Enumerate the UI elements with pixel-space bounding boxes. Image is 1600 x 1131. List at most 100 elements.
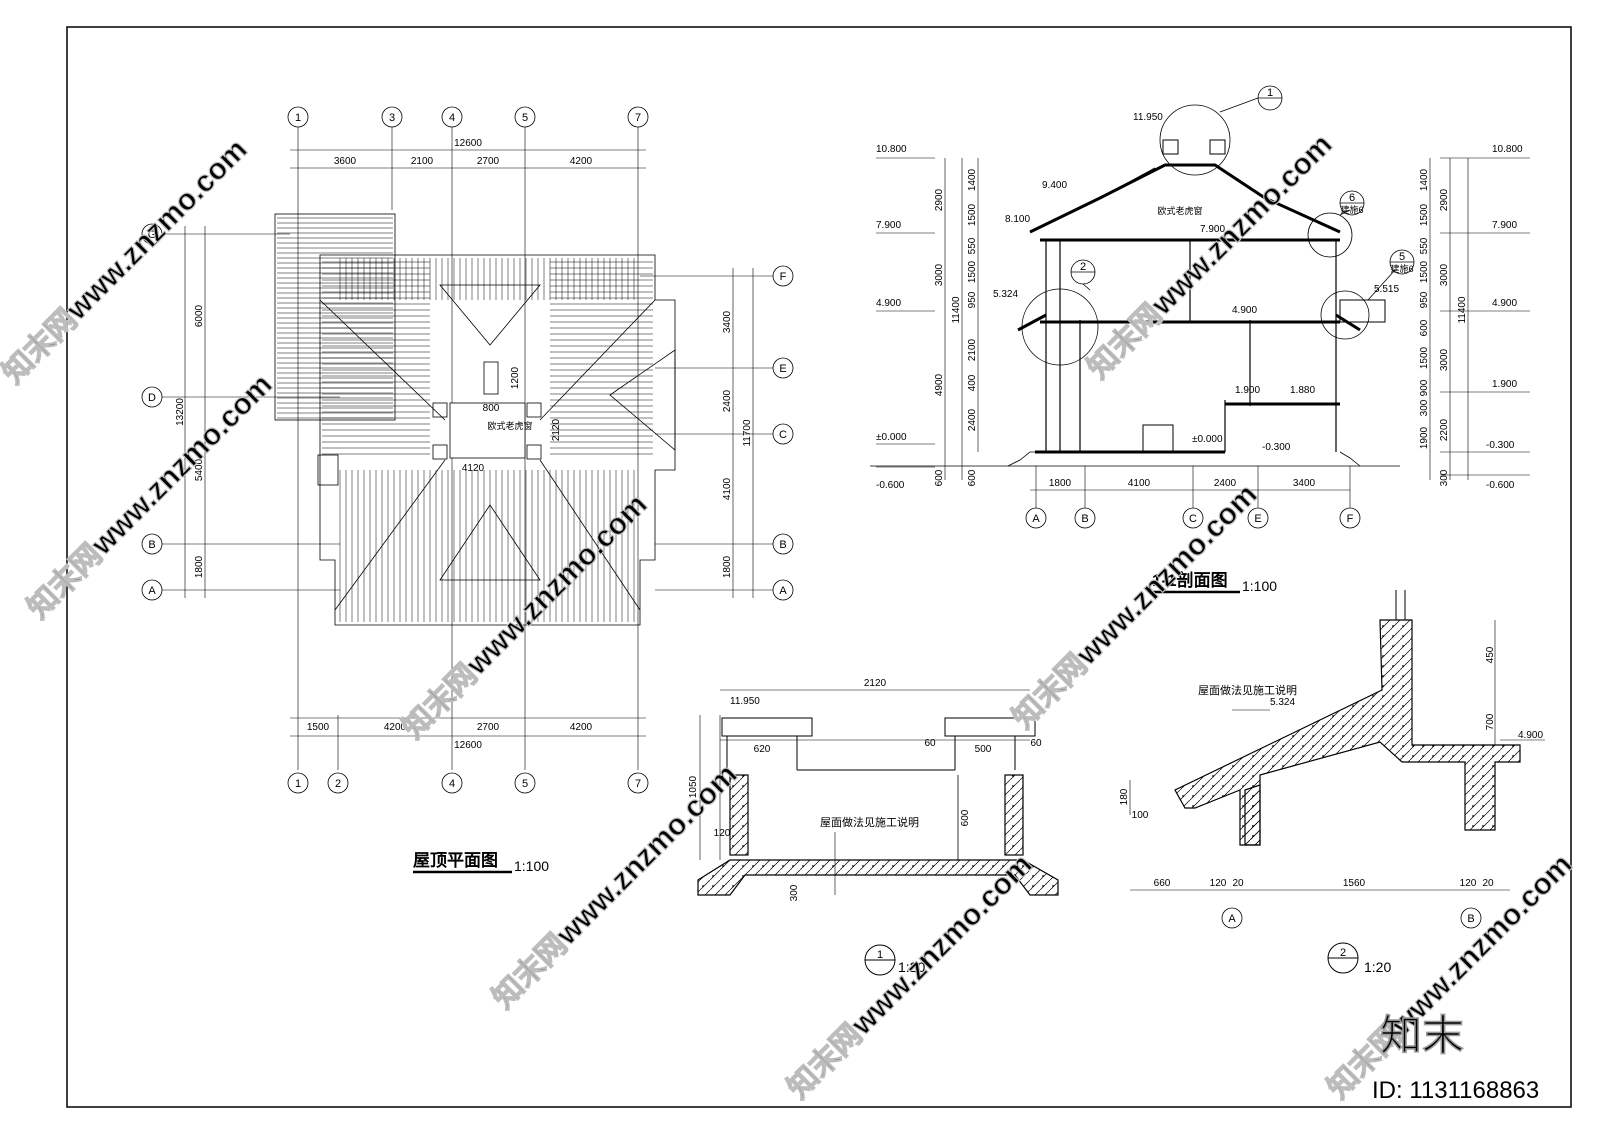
detail2-dim-1560: 1560 (1343, 878, 1366, 889)
section-dormer-label: 欧式老虎窗 (1157, 205, 1202, 216)
right-dim-a-6: 600 (1419, 319, 1430, 336)
axis-bubble-top-7: 7 (635, 112, 641, 124)
roof-plan-title: 屋顶平面图 (413, 851, 498, 870)
roof-plan: 1 3 4 5 7 1 2 4 5 7 G D B A F E C B A (141, 106, 794, 874)
right-level-minus0600: -0.600 (1486, 480, 1515, 491)
section-axis-A: A (1032, 513, 1040, 525)
dim-dormer-height: 1200 (510, 366, 521, 389)
axis-bubble-left-B: B (148, 539, 155, 551)
right-level-4900: 4.900 (1492, 298, 1517, 309)
dim-bottom-2: 4200 (384, 722, 407, 733)
right-dim-b-3: 3000 (1439, 348, 1450, 371)
axis-bubble-right-F: F (780, 271, 787, 283)
detail2-note: 屋面做法见施工说明 (1198, 683, 1297, 697)
right-level-7900: 7.900 (1492, 220, 1517, 231)
detail1-level: 11.950 (730, 696, 760, 707)
detail1-dim-top: 2120 (864, 678, 887, 689)
detail2-dim-100: 100 (1132, 810, 1149, 821)
detail1-dim-1050: 1050 (688, 775, 699, 798)
left-level-4900: 4.900 (876, 298, 901, 309)
detail2-level-4900: 4.900 (1518, 730, 1543, 741)
detail1-dim-120: 120 (714, 828, 731, 839)
axis-bubble-right-C: C (779, 429, 787, 441)
sheet-frame (66, 26, 1572, 1108)
right-dim-b-5: 300 (1439, 469, 1450, 486)
section-dim-4: 3400 (1293, 478, 1316, 489)
watermark-text: 知末网www.znzmo.com (0, 133, 254, 390)
right-level-1900: 1.900 (1492, 379, 1517, 390)
detail2-axis-B: B (1467, 913, 1474, 925)
dim-top-total: 12600 (454, 138, 482, 149)
detail2-axis-A: A (1228, 913, 1236, 925)
axis-bubble-bottom-4: 4 (449, 778, 455, 790)
right-total: 11400 (1457, 296, 1468, 324)
detail2-level-5324: 5.324 (1270, 697, 1295, 708)
dim-left-3: 1800 (194, 555, 205, 578)
section-scale: 1:100 (1242, 578, 1277, 594)
callout-sheet-5: 建施6 (1390, 263, 1413, 274)
left-level-10800: 10.800 (876, 144, 907, 155)
level-0000-inner: ±0.000 (1192, 434, 1223, 445)
axis-bubble-left-D: D (148, 392, 156, 404)
axis-bubble-bottom-7: 7 (635, 778, 641, 790)
axis-bubble-right-E: E (779, 363, 786, 375)
detail2-dim-450: 450 (1485, 646, 1496, 663)
level-1900-inner: 1.900 (1235, 385, 1260, 396)
detail-1: 11.950 2120 620 60 500 60 1050 120 300 6… (688, 678, 1059, 976)
axis-bubble-bottom-1: 1 (295, 778, 301, 790)
level-5324: 5.324 (993, 289, 1018, 300)
right-dim-b-2: 3000 (1439, 263, 1450, 286)
left-dim-a-5: 950 (967, 291, 978, 308)
left-dim-b-2: 3000 (934, 263, 945, 286)
detail1-dim-500: 500 (975, 744, 992, 755)
axis-bubble-top-1: 1 (295, 112, 301, 124)
right-dim-b-1: 2900 (1439, 188, 1450, 211)
dormer-label: 欧式老虎窗 (487, 420, 532, 431)
left-dim-a-6: 2100 (967, 338, 978, 361)
left-dim-a-4: 1500 (967, 260, 978, 283)
left-level-7900: 7.900 (876, 220, 901, 231)
level-5515: 5.515 (1374, 284, 1399, 295)
left-dim-a-8: 2400 (967, 408, 978, 431)
right-dim-a-1: 1400 (1419, 168, 1430, 191)
section-dim-3: 2400 (1214, 478, 1237, 489)
dim-top-1: 3600 (334, 156, 357, 167)
detail1-dim-60b: 60 (1030, 738, 1042, 749)
right-dim-a-10: 1900 (1419, 426, 1430, 449)
callout-detail-5: 5 (1399, 251, 1405, 263)
axis-bubble-top-3: 3 (389, 112, 395, 124)
level-0300-inner: -0.300 (1262, 442, 1291, 453)
detail1-dim-60a: 60 (924, 738, 936, 749)
dim-left-total: 13200 (175, 398, 186, 426)
right-level-minus0300: -0.300 (1486, 440, 1515, 451)
dim-right-total: 11700 (742, 419, 753, 447)
brand-watermark: 知末 (1380, 1012, 1464, 1059)
dim-top-4: 4200 (570, 156, 593, 167)
detail2-dim-120b: 120 (1460, 878, 1477, 889)
left-dim-a-1: 1400 (967, 168, 978, 191)
left-dim-b-3: 4900 (934, 373, 945, 396)
left-level-minus0600: -0.600 (876, 480, 905, 491)
dim-dormer-width: 800 (483, 403, 500, 414)
left-dim-a-9: 600 (967, 469, 978, 486)
left-dim-a-7: 400 (967, 374, 978, 391)
detail1-dim-300: 300 (789, 884, 800, 901)
axis-bubble-bottom-2: 2 (335, 778, 341, 790)
section-dim-1: 1800 (1049, 478, 1072, 489)
left-dim-a-3: 550 (967, 237, 978, 254)
level-11950: 11.950 (1133, 112, 1163, 123)
detail2-scale: 1:20 (1364, 959, 1391, 975)
detail2-dim-20b: 20 (1482, 878, 1494, 889)
detail2-dim-180: 180 (1119, 788, 1130, 805)
dim-bottom-4: 4200 (570, 722, 593, 733)
section-axis-E: E (1254, 513, 1261, 525)
level-8100: 8.100 (1005, 214, 1030, 225)
detail2-dim-660: 660 (1154, 878, 1171, 889)
dim-bottom-1: 1500 (307, 722, 330, 733)
callout-detail-1: 1 (1267, 87, 1273, 99)
dim-right-2: 2400 (722, 389, 733, 412)
callout-sheet-6: 建施6 (1340, 204, 1363, 215)
dim-top-3: 2700 (477, 156, 500, 167)
level-4900-inner: 4.900 (1232, 305, 1257, 316)
dim-right-1: 3400 (722, 310, 733, 333)
